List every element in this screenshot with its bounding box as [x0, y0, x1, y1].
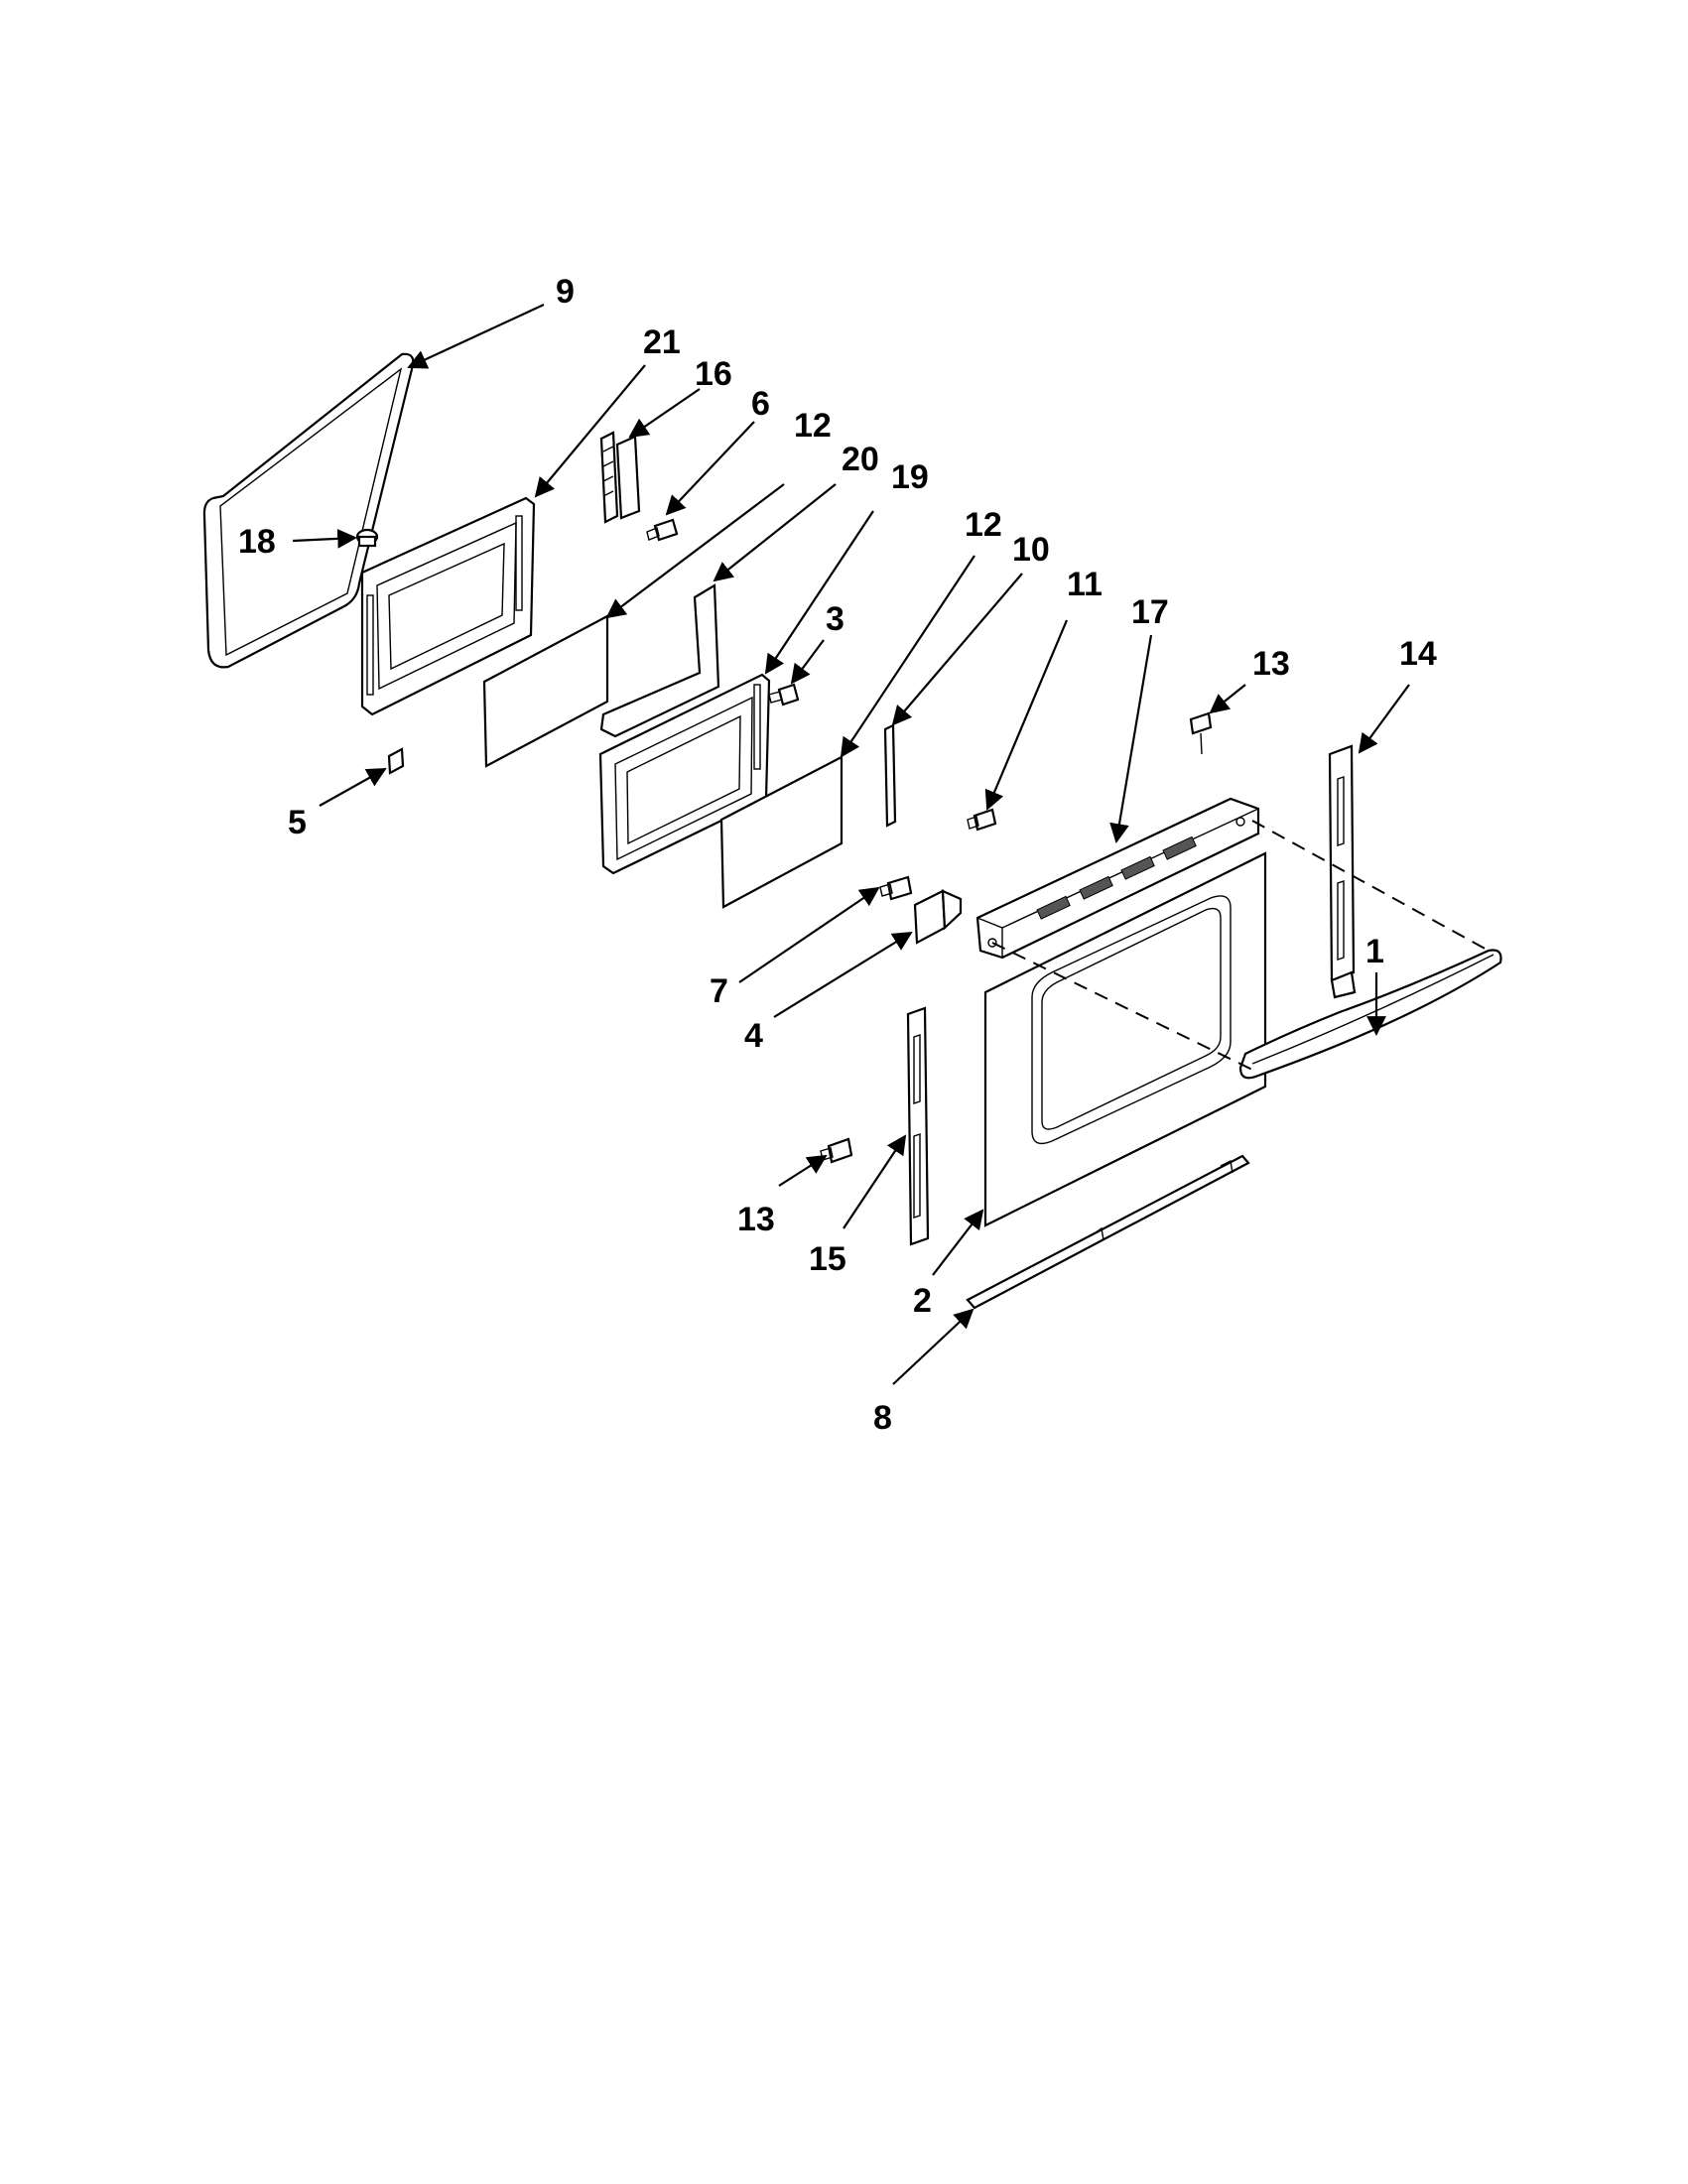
callout-19: 20	[842, 441, 879, 478]
part-7-screw	[879, 875, 913, 901]
callout-1: 1	[1365, 933, 1384, 970]
callout-15: 15	[809, 1240, 846, 1278]
part-17-vent-trim	[975, 797, 1260, 960]
part-5-clip	[387, 747, 405, 775]
callout-labels: 9 21 16 6 12 20 19 3 12 10 11 17 13 14 1…	[238, 273, 1437, 1437]
callout-9: 9	[556, 273, 575, 311]
part-3-screw	[768, 683, 800, 707]
callout-16: 16	[695, 355, 732, 393]
part-15-side-trim-left	[906, 1006, 930, 1246]
callout-3: 3	[826, 600, 844, 638]
alignment-lines	[991, 820, 1490, 1071]
part-11-screw	[967, 808, 997, 832]
part-12-glass-panel-upper	[482, 614, 609, 768]
callout-13-lower: 13	[737, 1201, 775, 1238]
callout-21: 21	[643, 323, 681, 361]
part-1-door-handle	[1238, 949, 1502, 1080]
callout-14: 14	[1399, 635, 1437, 673]
callout-10: 10	[1012, 531, 1050, 569]
callout-5: 5	[288, 804, 307, 841]
callout-17: 17	[1131, 593, 1169, 631]
leader-arrows	[292, 304, 1410, 1385]
part-16-hinge-bracket	[599, 431, 641, 524]
callout-12-lower: 12	[965, 506, 1002, 544]
callout-4: 4	[744, 1017, 763, 1055]
part-14-side-trim-right	[1328, 744, 1357, 999]
part-2-outer-door-panel	[983, 851, 1267, 1227]
callout-2: 2	[913, 1282, 932, 1320]
callout-18: 19	[891, 458, 929, 496]
callout-11: 11	[1067, 566, 1103, 603]
part-21-inner-door-frame	[360, 496, 536, 716]
part-20-bumper	[355, 528, 379, 548]
part-19-insulation-strip	[599, 583, 720, 738]
part-6-screw	[646, 518, 679, 542]
part-8-bottom-trim	[966, 1154, 1250, 1310]
callout-12-upper: 12	[794, 407, 832, 445]
callout-20: 18	[238, 523, 276, 561]
callout-6: 6	[751, 385, 770, 423]
part-10-seal-strip	[883, 723, 897, 828]
callout-7: 7	[710, 972, 728, 1010]
part-13-screw-lower	[820, 1137, 853, 1164]
part-12-glass-panel-lower	[719, 755, 844, 909]
part-4-hinge-receiver	[913, 889, 963, 945]
part-13-screw-upper	[1189, 711, 1213, 755]
callout-8: 8	[873, 1399, 892, 1437]
callout-13-upper: 13	[1252, 645, 1290, 683]
